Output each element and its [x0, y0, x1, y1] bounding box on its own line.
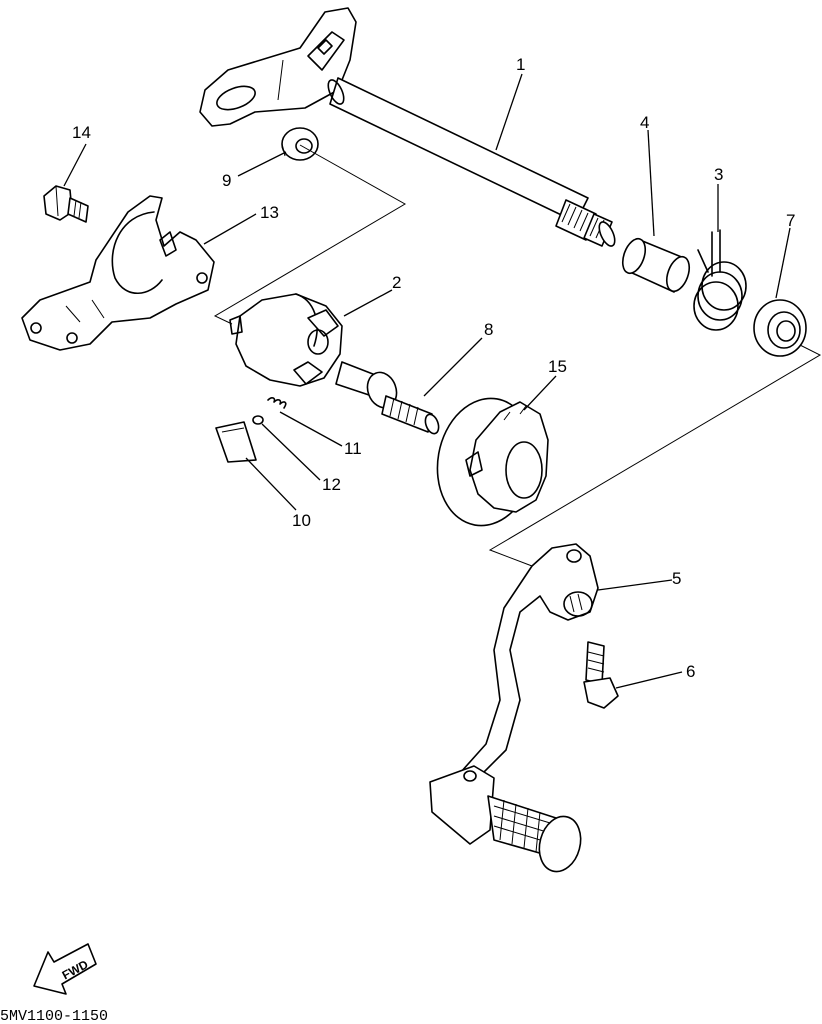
drawing-code: 5MV1100-1150 [0, 1008, 108, 1024]
callout-3: 3 [714, 165, 723, 184]
callout-14: 14 [72, 123, 91, 142]
callout-5: 5 [672, 569, 681, 588]
callout-11: 11 [344, 439, 362, 458]
spring-pin-part [252, 397, 287, 425]
assembly-line-upper [213, 144, 407, 325]
callout-4: 4 [640, 113, 649, 132]
callout-9: 9 [222, 171, 231, 190]
callout-6: 6 [686, 662, 695, 681]
callout-15: 15 [548, 357, 567, 376]
segment-drum-part [436, 397, 549, 527]
forward-direction-arrow: FWD [33, 943, 97, 995]
callout-labels: 1 2 3 4 5 6 7 8 9 10 11 12 13 14 15 [72, 55, 795, 681]
shift-pedal-part [429, 543, 599, 873]
pedal-bolt-part [583, 641, 619, 709]
collar-part [621, 237, 691, 293]
callout-8: 8 [484, 320, 493, 339]
shift-shaft-part [199, 7, 616, 247]
plate-part [215, 421, 257, 463]
pin-bolt-part [335, 361, 440, 435]
assembly-line-right [488, 339, 822, 567]
callout-7: 7 [786, 211, 795, 230]
callout-13: 13 [260, 203, 279, 222]
stopper-plate-part [21, 195, 215, 351]
callout-12: 12 [322, 475, 341, 494]
washer-part [281, 127, 319, 161]
callout-2: 2 [392, 273, 401, 292]
bolt-part [43, 185, 89, 223]
oil-seal-part [753, 299, 807, 357]
shift-lever-assembly-part [229, 293, 343, 387]
torsion-spring-part [693, 229, 747, 331]
callout-1: 1 [516, 55, 525, 74]
leader-lines [63, 73, 791, 689]
callout-10: 10 [292, 511, 311, 530]
